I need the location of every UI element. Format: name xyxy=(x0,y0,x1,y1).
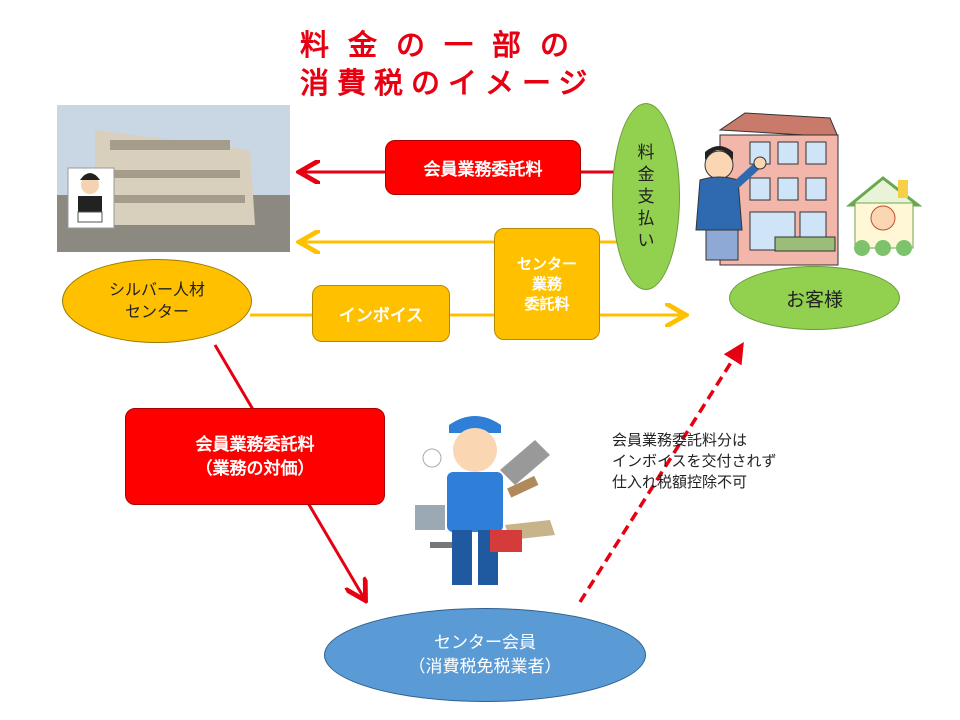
silver-center-ellipse: シルバー人材 センター xyxy=(62,259,252,343)
page-title: 料金の一部の 消費税のイメージ xyxy=(300,26,595,102)
member-fee-label: 会員業務委託料 xyxy=(423,160,543,180)
center-member-label: センター会員 xyxy=(434,633,536,653)
center-fee-line: 委託料 xyxy=(524,295,570,313)
member-fee-main-label: 会員業務委託料 xyxy=(195,434,315,455)
payment-char: 支 xyxy=(637,186,655,207)
payment-char: 料 xyxy=(637,142,655,163)
payment-ellipse: 料 金 支 払 い xyxy=(612,103,680,290)
center-member-sub-label: （消費税免税業者） xyxy=(408,657,562,677)
center-member-ellipse: センター会員 （消費税免税業者） xyxy=(324,608,646,702)
center-fee-box: センター 業務 委託料 xyxy=(494,228,600,340)
title-line-1: 料金の一部の xyxy=(300,28,589,62)
member-fee-box-main: 会員業務委託料 （業務の対価） xyxy=(125,408,385,505)
payment-char: 金 xyxy=(637,164,655,185)
customer-label: お客様 xyxy=(785,288,843,311)
no-invoice-dashed-arrow xyxy=(578,342,744,603)
house-illustration xyxy=(845,176,923,256)
center-fee-line: センター xyxy=(516,255,577,273)
silver-center-line: シルバー人材 xyxy=(108,280,205,299)
center-fee-line: 業務 xyxy=(531,275,562,293)
note-text: 会員業務委託料分は インボイスを交付されず 仕入れ税額控除不可 xyxy=(612,430,777,493)
silver-center-line: センター xyxy=(124,302,189,321)
title-line-2: 消費税のイメージ xyxy=(300,66,596,100)
payment-char: い xyxy=(637,230,655,251)
note-line: 会員業務委託料分は xyxy=(612,431,748,449)
note-line: インボイスを交付されず xyxy=(612,452,777,470)
customer-ellipse: お客様 xyxy=(729,266,900,330)
customer-building-illustration xyxy=(695,112,839,266)
note-line: 仕入れ税額控除不可 xyxy=(612,473,748,491)
member-fee-sub-label: （業務の対価） xyxy=(195,458,315,479)
invoice-box: インボイス xyxy=(312,285,450,342)
invoice-label: インボイス xyxy=(338,306,424,326)
payment-char: 払 xyxy=(637,208,655,229)
silver-center-photo xyxy=(57,105,290,252)
member-fee-box-top: 会員業務委託料 xyxy=(385,140,581,195)
worker-illustration xyxy=(415,416,555,585)
